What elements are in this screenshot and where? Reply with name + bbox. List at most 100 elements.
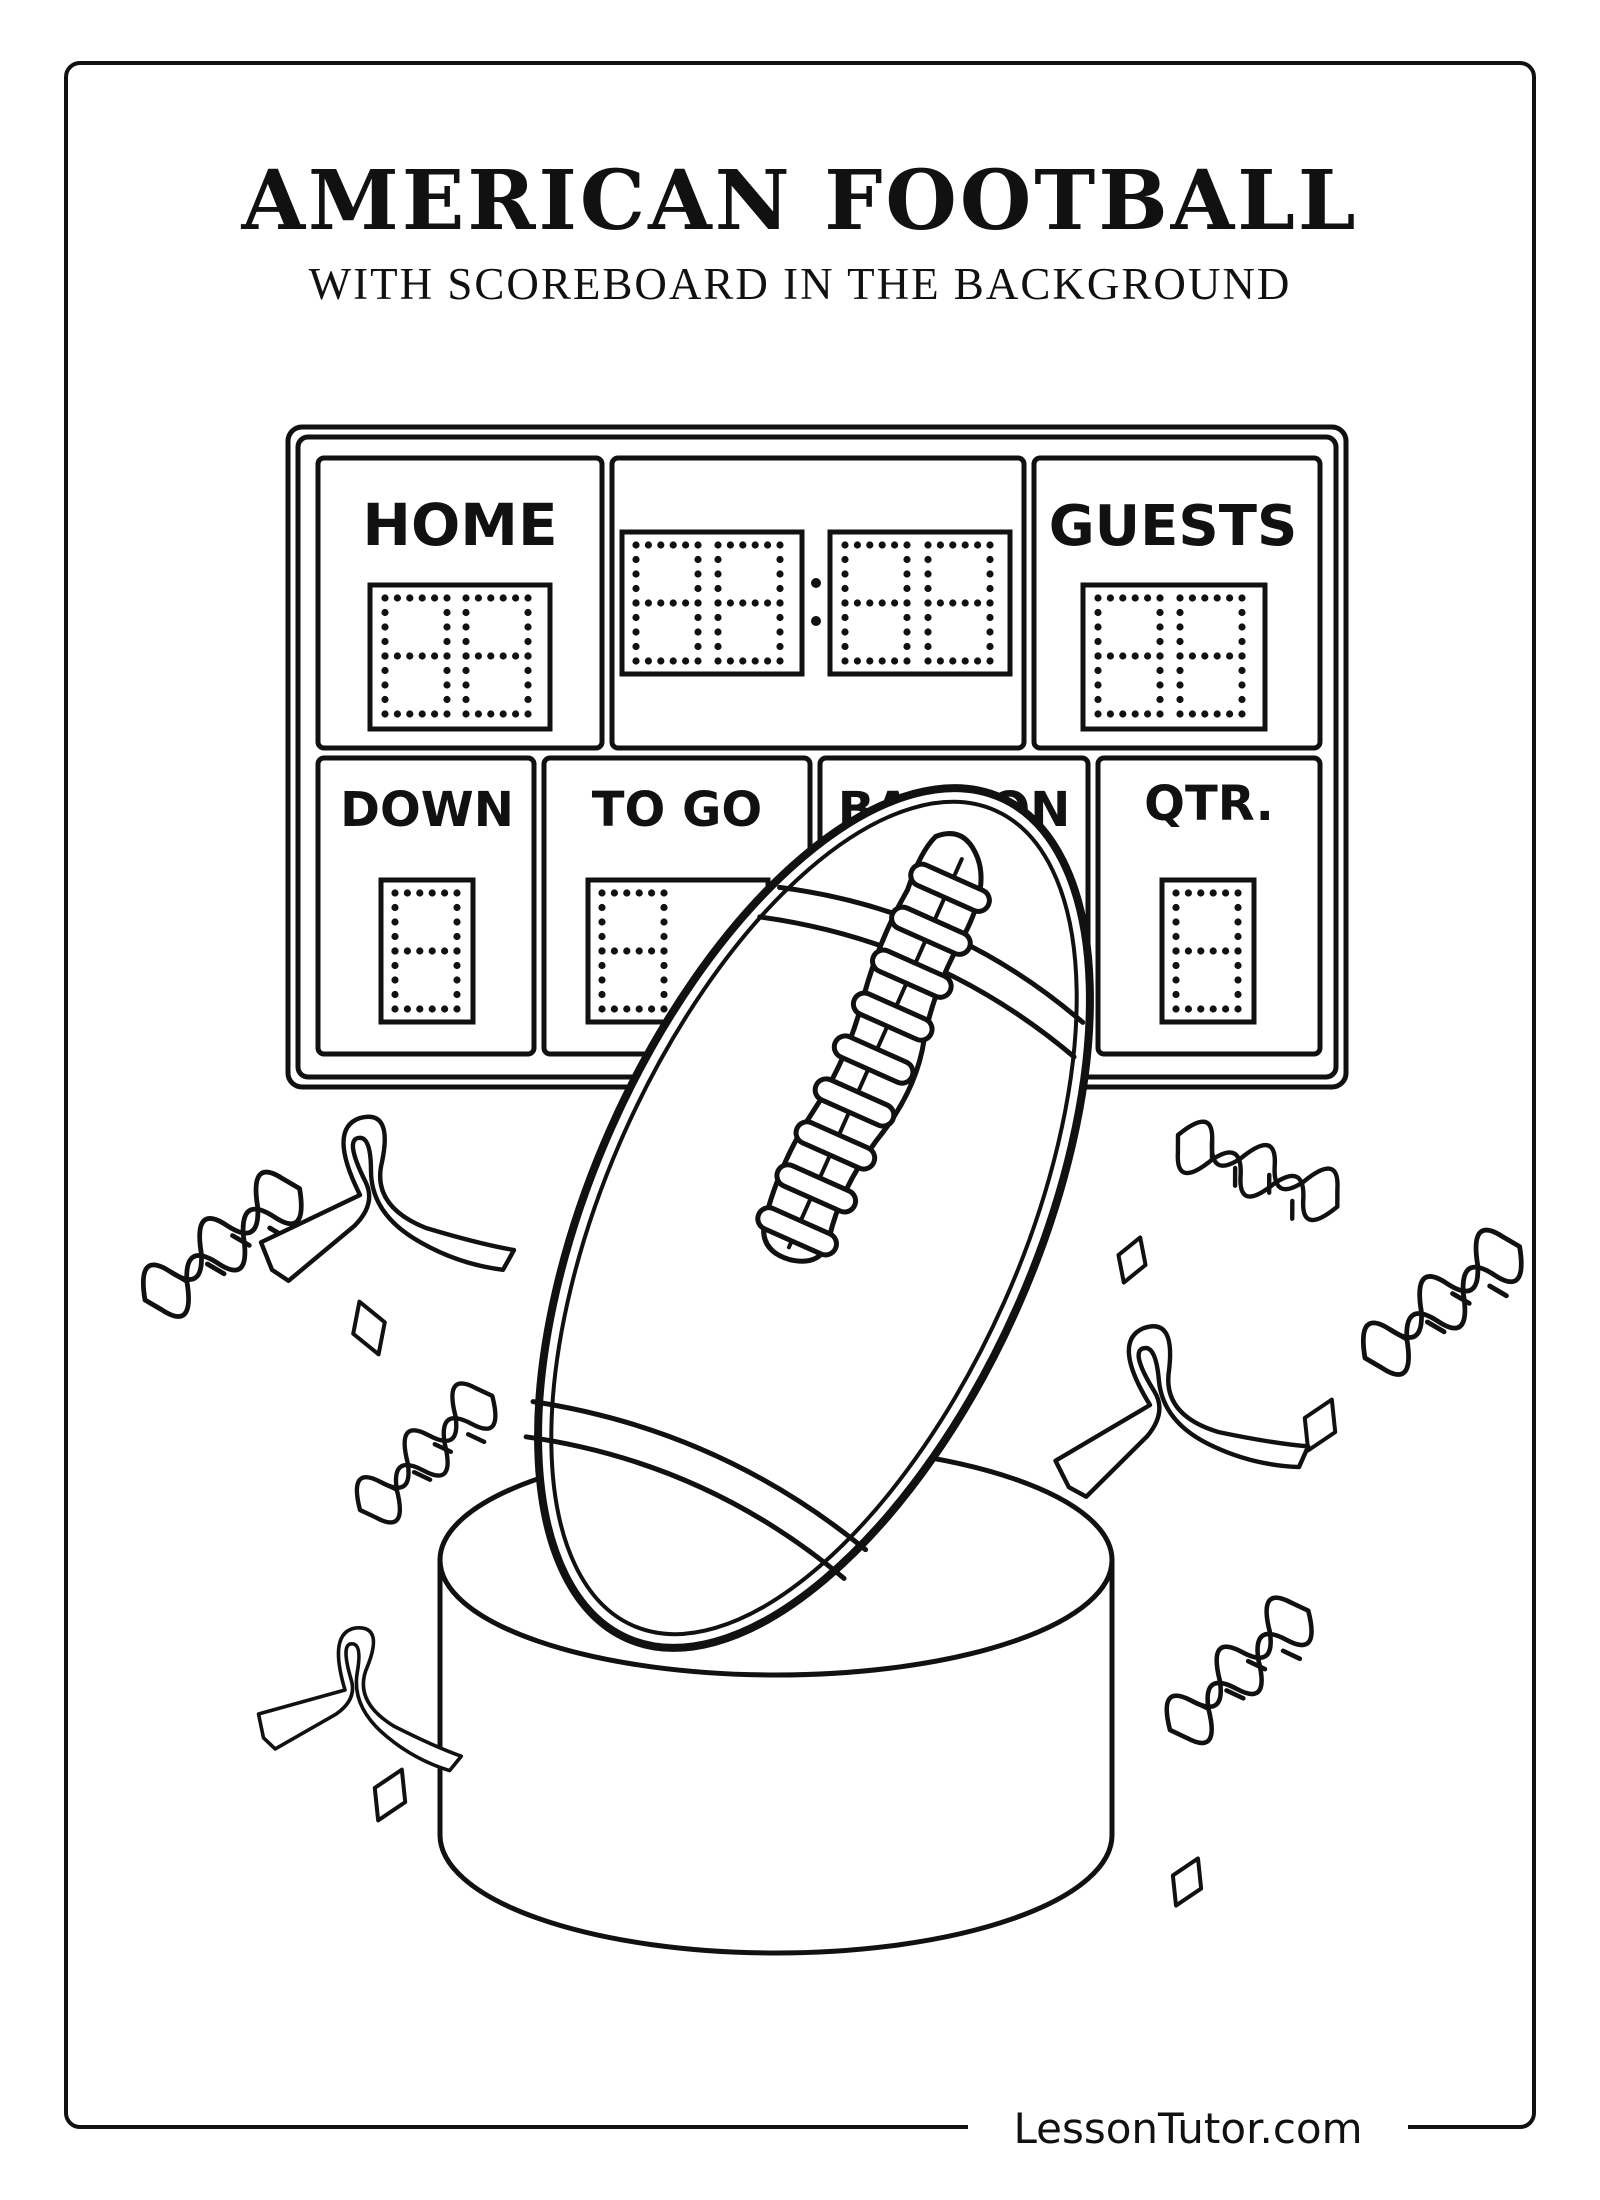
segment-dot [381, 652, 389, 660]
segment-dot [924, 613, 932, 622]
segment-dot [635, 947, 643, 955]
segment-dot [453, 918, 461, 926]
segment-dot [1156, 695, 1164, 704]
segment-dot [714, 642, 722, 651]
segment-dot [403, 889, 411, 897]
segment-dot [1238, 710, 1246, 718]
segment-dot [1172, 976, 1180, 984]
segment-dot [841, 613, 849, 622]
segment-dot [1094, 623, 1102, 631]
segment-dot [1094, 695, 1102, 704]
segment-dot [1188, 652, 1196, 660]
confetti-streamer [140, 1169, 304, 1319]
segment-dot [1156, 652, 1164, 660]
segment-dot [924, 584, 932, 593]
segment-dot [644, 657, 653, 665]
segment-dot [391, 961, 399, 970]
footer-gap [968, 2108, 1408, 2158]
segment-dot [635, 889, 643, 897]
segment-dot [1172, 903, 1180, 912]
segment-dot [669, 657, 677, 665]
segment-dot [841, 570, 849, 578]
segment-dot [1176, 608, 1184, 617]
segment-dot [776, 657, 784, 665]
segment-dot [1131, 652, 1139, 660]
segment-dot [1094, 710, 1102, 718]
segment-dot [443, 695, 451, 704]
segment-dot [487, 652, 495, 660]
confetti-ribbon [258, 1114, 517, 1284]
segment-dot [660, 1005, 668, 1013]
segment-dot [682, 657, 690, 665]
confetti-streamer [354, 1381, 498, 1525]
segment-dot [1156, 608, 1164, 617]
qtr-panel [1095, 755, 1323, 1057]
segment-dot [714, 570, 722, 578]
segment-dot [391, 947, 399, 955]
segment-dot [1197, 947, 1205, 955]
segment-dot [1176, 623, 1184, 631]
segment-dot [462, 652, 470, 660]
segment-dot [660, 947, 668, 955]
lace [831, 1033, 916, 1086]
home-label: HOME [362, 491, 557, 559]
segment-dot [406, 594, 414, 602]
segment-dot [891, 599, 899, 607]
segment-dot [739, 599, 747, 607]
page-title: AMERICAN FOOTBALL [241, 153, 1359, 249]
segment-dot [1209, 1005, 1217, 1013]
segment-dot [391, 903, 399, 912]
segment-dot [393, 652, 401, 660]
segment-dot [986, 599, 994, 607]
segment-dot [903, 657, 911, 665]
segment-dot [694, 541, 702, 549]
confetti [140, 1114, 1524, 1908]
segment-dot [381, 695, 389, 704]
segment-dot [381, 623, 389, 631]
segment-dot [974, 599, 982, 607]
segment-dot [623, 947, 631, 955]
segment-dot [474, 710, 482, 718]
segment-dot [714, 584, 722, 593]
segment-dot [1222, 947, 1230, 955]
segment-dot [1234, 976, 1242, 984]
home-panel [315, 455, 605, 751]
segment-dot [524, 594, 532, 602]
segment-dot [381, 710, 389, 718]
segment-dot [1197, 1005, 1205, 1013]
segment-dot [694, 628, 702, 636]
segment-dot [986, 628, 994, 636]
clock-minutes-display [619, 529, 805, 677]
segment-dot [866, 541, 874, 549]
segment-dot [632, 613, 640, 622]
segment-dot [416, 1005, 424, 1013]
segment-dot [598, 1005, 606, 1013]
segment-dot [598, 976, 606, 984]
segment-dot [776, 570, 784, 578]
segment-dot [1234, 947, 1242, 955]
confetti-diamond [372, 1767, 408, 1823]
segment-dot [1119, 594, 1127, 602]
segment-dot [632, 555, 640, 564]
segment-dot [903, 555, 911, 564]
segment-dot [1156, 594, 1164, 602]
segment-dot [866, 657, 874, 665]
segment-dot [776, 642, 784, 651]
segment-dot [657, 599, 665, 607]
segment-dot [694, 570, 702, 578]
segment-dot [391, 1005, 399, 1013]
segment-dot [739, 541, 747, 549]
segment-dot [524, 695, 532, 704]
segment-dot [623, 889, 631, 897]
segment-dot [974, 657, 982, 665]
segment-dot [903, 541, 911, 549]
segment-dot [416, 889, 424, 897]
segment-dot [610, 1005, 619, 1013]
segment-dot [1172, 1005, 1180, 1013]
segment-dot [453, 947, 461, 955]
segment-dot [418, 594, 426, 602]
segment-dot [657, 541, 665, 549]
segment-dot [610, 889, 619, 897]
segment-dot [924, 555, 932, 564]
segment-dot [961, 657, 969, 665]
